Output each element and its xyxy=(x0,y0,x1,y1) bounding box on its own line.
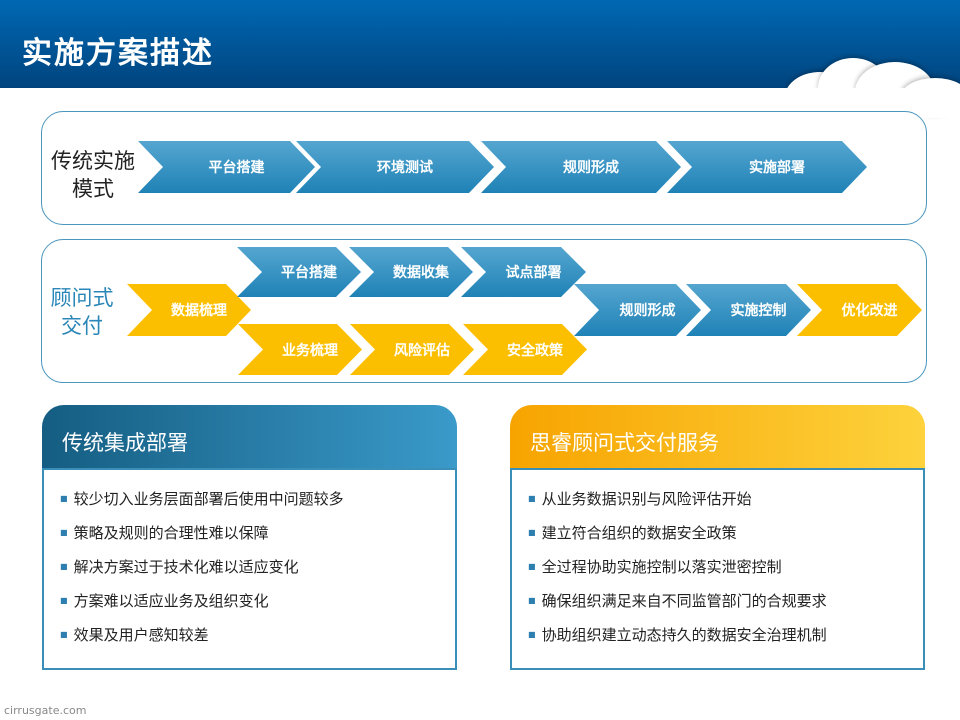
left-panel-list: 较少切入业务层面部署后使用中问题较多 策略及规则的合理性难以保障 解决方案过于技… xyxy=(42,468,457,670)
list-item: 从业务数据识别与风险评估开始 xyxy=(528,488,923,522)
list-item: 全过程协助实施控制以落实泄密控制 xyxy=(528,556,923,590)
list-item: 协助组织建立动态持久的数据安全治理机制 xyxy=(528,624,923,658)
consult-label: 顾问式交付 xyxy=(50,286,114,338)
right-panel-title: 思睿顾问式交付服务 xyxy=(510,405,925,468)
page-title: 实施方案描述 xyxy=(22,36,214,71)
footer-domain: cirrusgate.com xyxy=(4,704,87,717)
traditional-label: 传统实施模式 xyxy=(51,149,135,201)
list-item: 较少切入业务层面部署后使用中问题较多 xyxy=(60,488,455,522)
list-item: 方案难以适应业务及组织变化 xyxy=(60,590,455,624)
left-panel-title: 传统集成部署 xyxy=(42,405,457,468)
step-bottom-3: 安全政策 xyxy=(463,324,587,375)
step-deploy: 实施部署 xyxy=(667,141,867,193)
header-banner xyxy=(0,0,960,88)
list-item: 效果及用户感知较差 xyxy=(60,624,455,658)
list-item: 建立符合组织的数据安全政策 xyxy=(528,522,923,556)
list-item: 策略及规则的合理性难以保障 xyxy=(60,522,455,556)
step-env-test: 环境测试 xyxy=(296,141,494,193)
step-platform: 平台搭建 xyxy=(138,141,315,193)
right-panel-list: 从业务数据识别与风险评估开始 建立符合组织的数据安全政策 全过程协助实施控制以落… xyxy=(510,468,925,670)
list-item: 解决方案过于技术化难以适应变化 xyxy=(60,556,455,590)
step-rules: 规则形成 xyxy=(481,141,681,193)
list-item: 确保组织满足来自不同监管部门的合规要求 xyxy=(528,590,923,624)
